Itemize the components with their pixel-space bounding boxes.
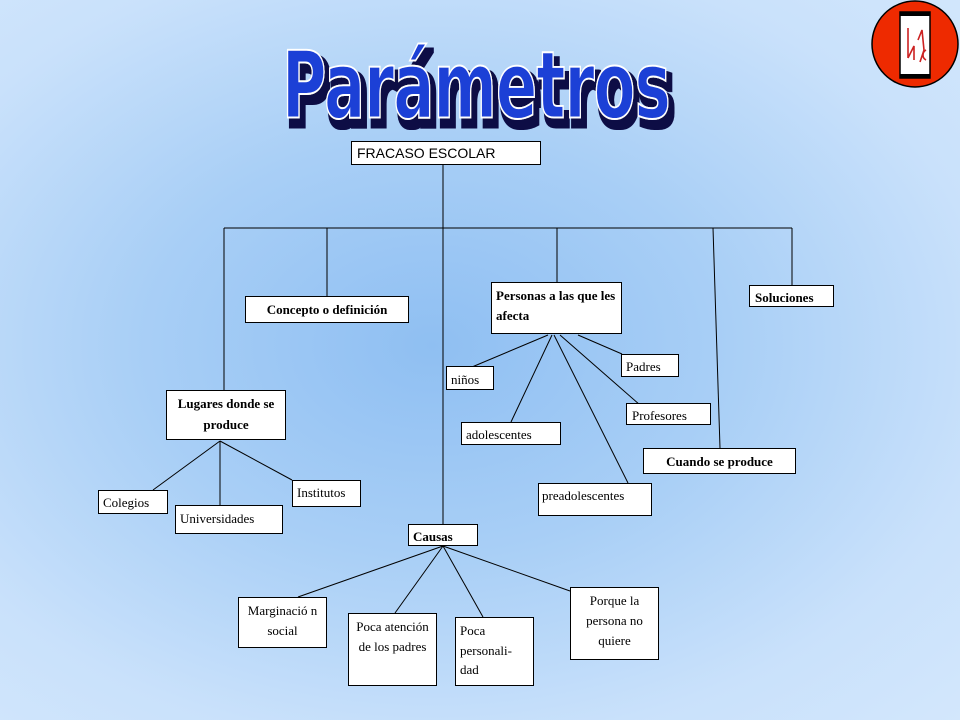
line-institutos <box>219 440 293 481</box>
line-poca-personalidad <box>442 545 484 618</box>
soluciones-node: Soluciones <box>749 285 834 307</box>
lugares-label: Lugares donde se produce <box>177 396 275 432</box>
universidades-node: Universidades <box>175 505 283 534</box>
lugares-node: Lugares donde se produce <box>166 390 286 440</box>
poca-atencion-label: Poca atención de los padres <box>356 619 429 654</box>
causas-label: Causas <box>413 529 453 544</box>
logo-card <box>899 11 931 79</box>
personas-label: Personas a las que les afecta <box>496 288 616 324</box>
title-text: Parámetros <box>282 31 670 130</box>
preadolescentes-node: preadolescentes <box>538 483 652 516</box>
institutos-node: Institutos <box>292 480 361 507</box>
colegios-node: Colegios <box>98 490 168 514</box>
poca-personalidad-node: Poca personali- dad <box>455 617 534 686</box>
line-marginacion <box>297 545 444 598</box>
line-ninos <box>471 334 549 368</box>
padres-label: Padres <box>626 359 661 374</box>
line-porque <box>442 545 571 592</box>
line-profesores <box>559 334 641 406</box>
line-adolescentes <box>510 334 553 423</box>
cuando-label: Cuando se produce <box>666 454 773 469</box>
logo-mark-icon <box>907 28 927 63</box>
universidades-label: Universidades <box>180 511 255 526</box>
causas-node: Causas <box>408 524 478 546</box>
soluciones-label: Soluciones <box>755 290 814 305</box>
line-poca-atencion <box>394 545 444 614</box>
cuando-node: Cuando se produce <box>643 448 796 474</box>
poca-atencion-node: Poca atención de los padres <box>348 613 437 686</box>
preadolescentes-label: preadolescentes <box>542 488 625 503</box>
profesores-node: Profesores <box>626 403 711 425</box>
marginacion-node: Marginació n social <box>238 597 327 648</box>
concepto-node: Concepto o definición <box>245 296 409 323</box>
porque-label: Porque la persona no quiere <box>586 593 643 649</box>
ninos-node: niños <box>446 366 494 390</box>
ninos-label: niños <box>451 372 480 387</box>
line-preadolescentes <box>553 334 629 484</box>
marginacion-label: Marginació n social <box>247 603 318 639</box>
line-colegios <box>152 440 221 491</box>
profesores-label: Profesores <box>632 408 687 423</box>
porque-node: Porque la persona no quiere <box>570 587 659 660</box>
page-title: Parámetros <box>270 20 690 141</box>
personas-node: Personas a las que les afecta <box>491 282 622 334</box>
poca-personalidad-label: Poca personali- dad <box>460 623 512 677</box>
adolescentes-label: adolescentes <box>466 427 532 442</box>
adolescentes-node: adolescentes <box>461 422 561 445</box>
line-padres <box>577 334 623 355</box>
institutos-label: Institutos <box>297 485 346 500</box>
concepto-label: Concepto o definición <box>266 302 388 317</box>
root-node: FRACASO ESCOLAR <box>351 141 541 165</box>
line-cuando <box>712 227 721 449</box>
padres-node: Padres <box>621 354 679 377</box>
logo-badge <box>870 0 960 90</box>
root-label: FRACASO ESCOLAR <box>357 145 496 161</box>
colegios-label: Colegios <box>103 495 150 510</box>
